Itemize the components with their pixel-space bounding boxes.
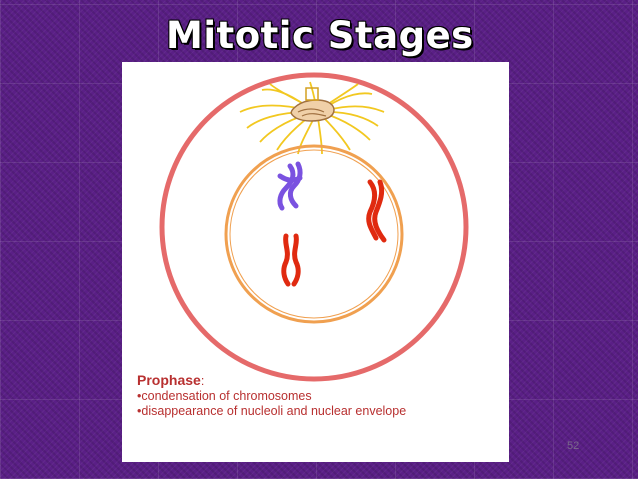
caption-heading: Prophase: bbox=[137, 373, 406, 389]
chromosome-red-bottom bbox=[284, 236, 298, 284]
slide-title: Mitotic Stages bbox=[166, 14, 474, 57]
figure-caption: Prophase: condensation of chromosomes di… bbox=[137, 373, 406, 419]
caption-heading-colon: : bbox=[201, 374, 204, 388]
caption-bullet: disappearance of nucleoli and nuclear en… bbox=[137, 404, 406, 419]
chromosome-purple bbox=[280, 164, 300, 208]
caption-bullet: condensation of chromosomes bbox=[137, 389, 406, 404]
slide-number: 52 bbox=[567, 440, 579, 452]
caption-bullets: condensation of chromosomes disappearanc… bbox=[137, 389, 406, 419]
prophase-figure: Prophase: condensation of chromosomes di… bbox=[122, 62, 509, 462]
chromosome-red-right bbox=[369, 182, 384, 240]
caption-heading-label: Prophase bbox=[137, 372, 201, 388]
